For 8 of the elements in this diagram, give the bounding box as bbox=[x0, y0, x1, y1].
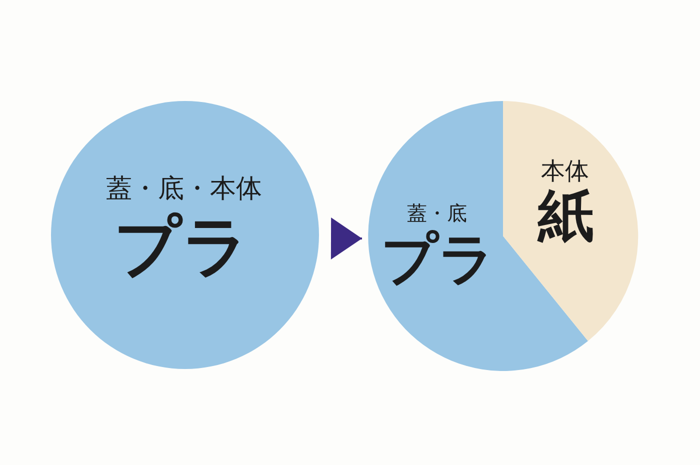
parts-label: 蓋・底・本体 bbox=[106, 176, 262, 202]
parts-label: 蓋・底 bbox=[407, 203, 467, 223]
material-label: プラ bbox=[114, 214, 250, 280]
material-label: 紙 bbox=[538, 189, 594, 245]
material-label: プラ bbox=[381, 232, 495, 288]
arrow bbox=[330, 217, 362, 260]
parts-label: 本体 bbox=[541, 159, 589, 183]
pie-slice bbox=[503, 101, 638, 342]
